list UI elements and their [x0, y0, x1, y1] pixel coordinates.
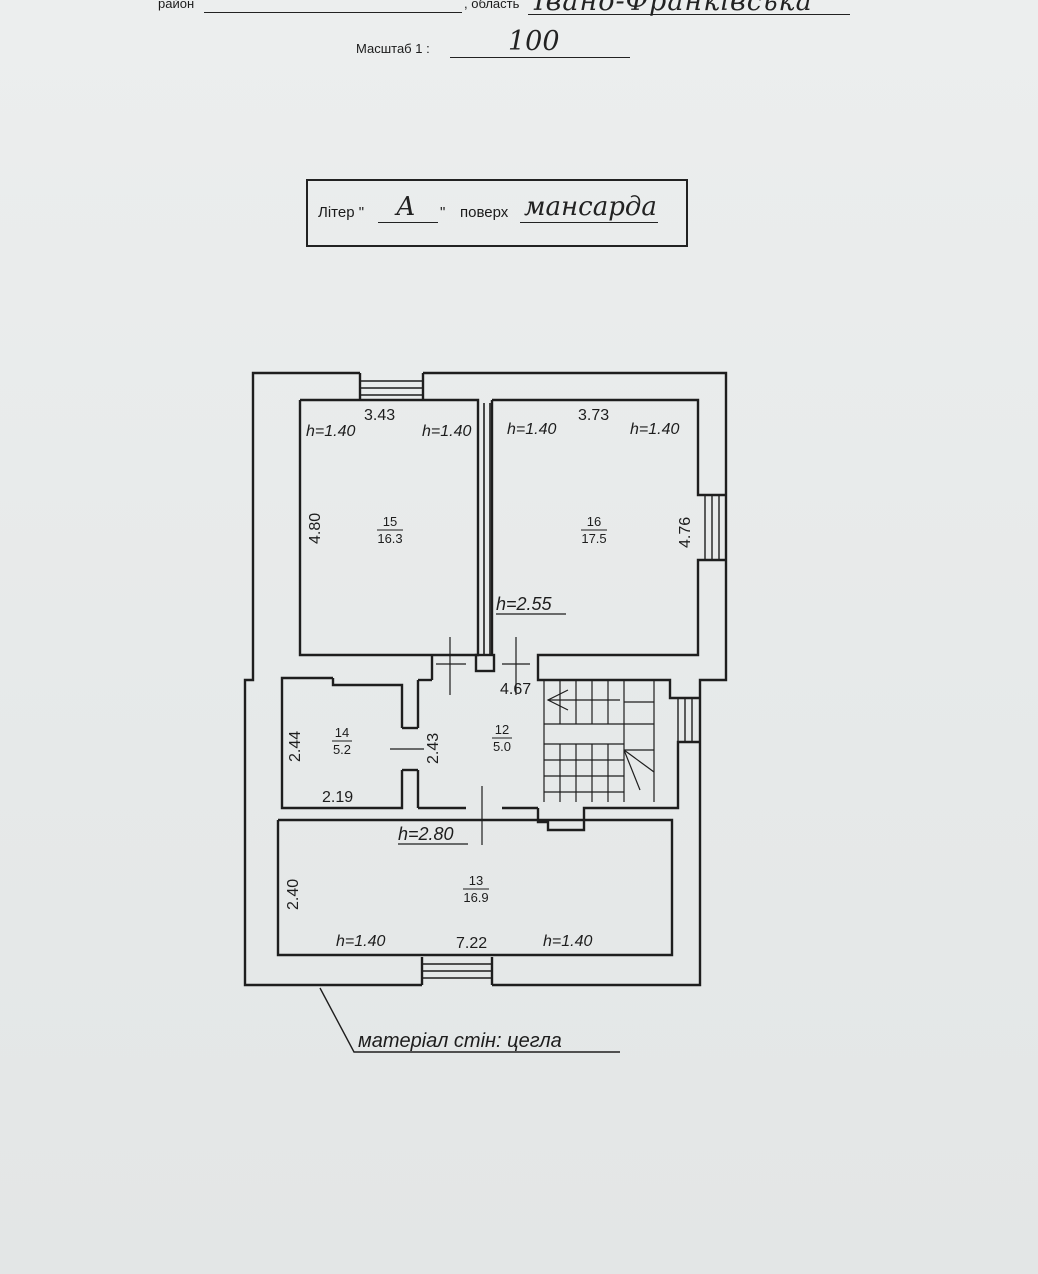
dim-r15-height: 4.80 — [307, 513, 324, 544]
dim-r12-width: 4.67 — [500, 681, 531, 698]
height-r16-right: h=1.40 — [630, 421, 679, 438]
dim-r15-width: 3.43 — [364, 407, 395, 424]
litera-underline — [378, 222, 438, 223]
dim-r12-height: 2.43 — [425, 733, 442, 764]
material-leader — [319, 987, 620, 1053]
district-underline — [204, 12, 462, 13]
floor-label: поверх — [460, 204, 509, 221]
dim-r16-width: 3.73 — [578, 407, 609, 424]
floor-value: мансарда — [524, 192, 657, 222]
scale-underline — [450, 57, 630, 58]
room-15-number: 15 — [383, 514, 397, 529]
room-13-wall — [276, 818, 674, 957]
room-14-wall — [280, 676, 404, 810]
litera-floor-box — [306, 179, 688, 247]
wall-material: матеріал стін: цегла — [358, 1030, 562, 1052]
room-12-area: 5.0 — [493, 739, 511, 754]
room-14-wall — [331, 678, 404, 728]
scale-label: Масштаб 1 : — [356, 41, 430, 56]
dim-r13-height: 2.40 — [285, 879, 302, 910]
height-lower: h=2.80 — [398, 824, 454, 844]
district-label: район — [158, 0, 195, 11]
height-r15-left: h=1.40 — [306, 423, 355, 440]
dim-r14-width: 2.19 — [322, 789, 353, 806]
room-16-wall — [536, 558, 726, 670]
dim-r14-height: 2.44 — [287, 731, 304, 762]
floor-underline — [520, 222, 658, 223]
room-14-number: 14 — [335, 725, 349, 740]
litera-label: Літер " — [318, 204, 365, 221]
height-r13-left: h=1.40 — [336, 933, 385, 950]
window-right-lower — [677, 698, 693, 742]
window-top — [358, 373, 425, 400]
region-label: , область — [464, 0, 520, 11]
room-16-area: 17.5 — [581, 531, 606, 546]
stairs — [543, 680, 655, 802]
region-underline — [528, 14, 850, 15]
region-value: Івано-Франківська — [534, 0, 813, 17]
height-upper: h=2.55 — [496, 594, 553, 614]
room-12-number: 12 — [495, 722, 509, 737]
dim-r16-height: 4.76 — [677, 517, 694, 548]
height-r16-left: h=1.40 — [507, 421, 556, 438]
height-r15-right: h=1.40 — [422, 423, 471, 440]
room-13-number: 13 — [469, 873, 483, 888]
outer-wall — [243, 371, 422, 987]
room-14-area: 5.2 — [333, 742, 351, 757]
height-r13-right: h=1.40 — [543, 933, 592, 950]
stair-wall — [536, 670, 700, 700]
room-13-area: 16.9 — [463, 890, 488, 905]
scale-value: 100 — [508, 26, 560, 57]
window-bottom — [420, 957, 494, 985]
litera-value: А — [396, 192, 416, 222]
litera-close-quote: " — [440, 204, 446, 221]
room-16-number: 16 — [587, 514, 601, 529]
dim-r13-width: 7.22 — [456, 935, 487, 952]
outer-wall — [423, 371, 728, 987]
room-15-area: 16.3 — [377, 531, 402, 546]
stair-wall — [536, 740, 700, 832]
window-right-upper — [704, 495, 720, 560]
